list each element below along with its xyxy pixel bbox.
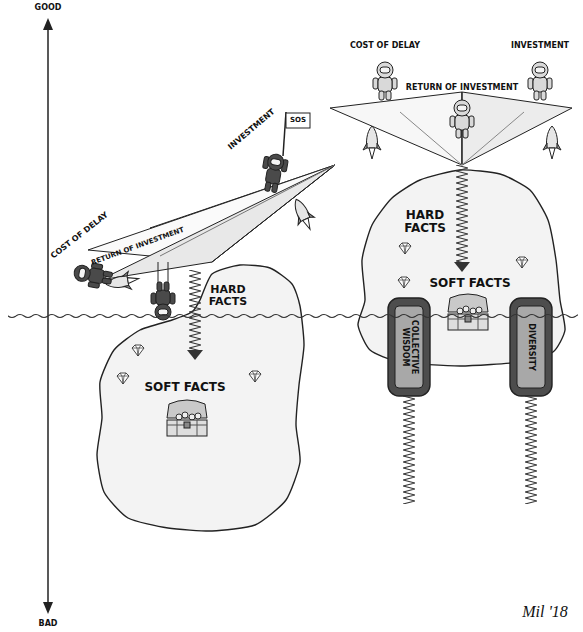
left-paper-plane bbox=[88, 165, 335, 280]
plane-label: RETURN OF INVESTMENT bbox=[90, 227, 185, 268]
treasure-chest-right bbox=[448, 294, 488, 330]
investment-astronaut-left bbox=[286, 113, 310, 128]
cost-of-delay-astronaut-left bbox=[72, 260, 140, 293]
gems-left bbox=[117, 373, 129, 384]
left-spring bbox=[189, 270, 201, 350]
left-spring bbox=[189, 270, 201, 350]
right-paper-plane bbox=[330, 92, 572, 165]
right-spring bbox=[454, 262, 470, 272]
treasure-chest-left bbox=[167, 400, 207, 436]
left-paper-plane bbox=[150, 165, 335, 238]
hard-facts-label: HARD FACTS bbox=[203, 284, 253, 308]
roi-astronaut-left bbox=[151, 262, 175, 320]
good-bad-axis bbox=[47, 26, 49, 606]
soft-facts-label: SOFT FACTS bbox=[130, 381, 240, 394]
cost-of-delay-astronaut-left bbox=[105, 270, 141, 293]
treasure-chest-right bbox=[448, 294, 488, 330]
right-astronauts bbox=[450, 100, 474, 138]
left-paper-plane bbox=[212, 165, 335, 262]
right-spring bbox=[454, 165, 470, 272]
investment-astronaut-left bbox=[259, 152, 289, 194]
right-spring bbox=[456, 165, 468, 262]
barrel-springs bbox=[403, 396, 415, 504]
barrel-label: COLLECTIVE WISDOM bbox=[400, 305, 418, 389]
gems-right bbox=[516, 257, 528, 268]
astronaut-label: COST OF DELAY bbox=[350, 42, 420, 51]
barrel: COLLECTIVE WISDOM bbox=[388, 298, 430, 396]
astronaut-label: INVESTMENT bbox=[511, 42, 569, 51]
good-bad-axis bbox=[43, 18, 53, 30]
barrel-panel bbox=[395, 306, 423, 388]
treasure-chest-left bbox=[167, 400, 207, 436]
gems-right bbox=[398, 277, 410, 288]
investment-astronaut-left bbox=[259, 112, 318, 233]
good-bad-axis bbox=[43, 18, 53, 614]
right-paper-plane bbox=[330, 92, 462, 165]
astronaut-label: INVESTMENT bbox=[227, 108, 277, 152]
signature: Mil '18 bbox=[522, 603, 568, 621]
gems-right bbox=[399, 243, 411, 254]
left-paper-plane bbox=[100, 165, 335, 280]
right-paper-plane bbox=[400, 112, 462, 165]
left-paper-plane bbox=[160, 165, 335, 256]
right-paper-plane bbox=[462, 112, 524, 165]
investment-astronaut-left bbox=[288, 196, 318, 234]
right-thrusters bbox=[363, 126, 561, 159]
right-astronauts bbox=[528, 62, 552, 100]
iceberg-shape bbox=[97, 265, 304, 531]
right-astronauts bbox=[373, 62, 552, 138]
gems-left bbox=[117, 345, 261, 384]
gems-left bbox=[132, 345, 144, 356]
waterline bbox=[8, 312, 578, 320]
gems-right bbox=[398, 243, 528, 288]
barrel: DIVERSITY bbox=[510, 298, 552, 396]
barrel-shape bbox=[388, 298, 430, 396]
right-paper-plane bbox=[462, 92, 572, 165]
left-spring bbox=[187, 270, 203, 360]
right-thrusters bbox=[543, 126, 561, 159]
roi-astronaut-left bbox=[151, 282, 175, 320]
iceberg: HARD FACTS SOFT FACTS bbox=[92, 262, 307, 534]
roi-astronaut-left bbox=[158, 262, 159, 290]
right-spring bbox=[456, 165, 468, 262]
good-bad-axis bbox=[43, 602, 53, 614]
barrel-shape bbox=[510, 298, 552, 396]
barrel-springs bbox=[403, 396, 537, 504]
gems-left bbox=[249, 371, 261, 382]
barrel-label: DIVERSITY bbox=[527, 305, 536, 389]
barrel-springs bbox=[403, 396, 415, 504]
investment-astronaut-left bbox=[283, 112, 286, 156]
hard-facts-label: HARD FACTS bbox=[399, 209, 451, 235]
right-paper-plane bbox=[462, 92, 463, 165]
barrel-springs bbox=[525, 396, 537, 504]
flag-text: SOS bbox=[290, 117, 306, 125]
right-thrusters bbox=[363, 126, 381, 159]
left-spring bbox=[187, 350, 203, 360]
roi-astronaut-left bbox=[168, 262, 169, 290]
waterline bbox=[8, 312, 578, 320]
barrel-panel bbox=[517, 306, 545, 388]
astronaut-label: RETURN OF INVESTMENT bbox=[406, 84, 518, 93]
barrel-springs bbox=[525, 396, 537, 504]
astronaut-label: COST OF DELAY bbox=[50, 211, 111, 261]
axis-label: GOOD bbox=[35, 4, 62, 13]
axis-label: BAD bbox=[39, 620, 58, 629]
right-astronauts bbox=[373, 62, 397, 100]
iceberg-outline bbox=[92, 262, 307, 534]
soft-facts-label: SOFT FACTS bbox=[415, 277, 525, 290]
